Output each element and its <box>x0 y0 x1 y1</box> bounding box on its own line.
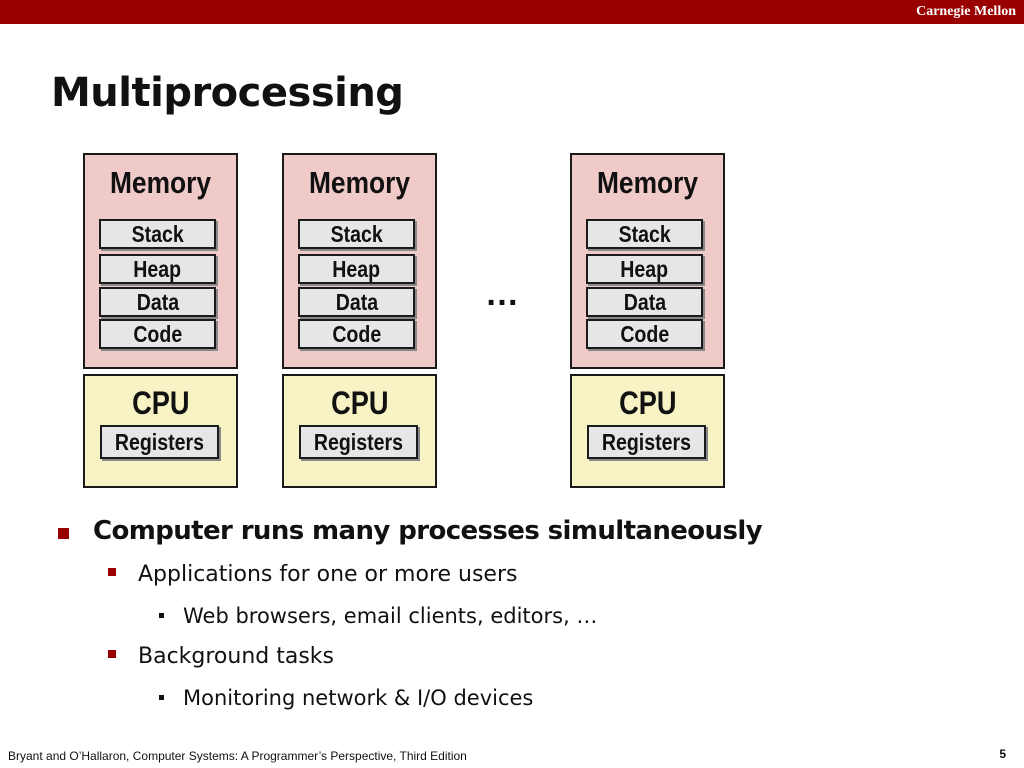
stack-segment: Stack <box>298 219 415 249</box>
process-column-3: Memory Stack Heap Data Code CPU Register… <box>570 153 725 488</box>
stack-segment: Stack <box>99 219 216 249</box>
cpu-label-text: CPU <box>131 385 190 421</box>
bullet-sub-1-detail: Web browsers, email clients, editors, … <box>183 604 598 628</box>
memory-box: Memory Stack Heap Data Code <box>282 153 437 369</box>
registers-box: Registers <box>587 425 706 459</box>
cpu-label: CPU <box>572 384 723 422</box>
memory-box: Memory Stack Heap Data Code <box>570 153 725 369</box>
code-label: Code <box>332 321 381 347</box>
code-segment: Code <box>586 319 703 349</box>
code-segment: Code <box>298 319 415 349</box>
cpu-label: CPU <box>85 384 236 422</box>
registers-box: Registers <box>100 425 219 459</box>
heap-segment: Heap <box>99 254 216 284</box>
data-segment: Data <box>99 287 216 317</box>
data-label: Data <box>623 289 666 315</box>
cpu-label-text: CPU <box>618 385 677 421</box>
code-label: Code <box>620 321 669 347</box>
registers-label: Registers <box>601 429 692 455</box>
stack-label: Stack <box>618 221 671 247</box>
cpu-box: CPU Registers <box>282 374 437 488</box>
bullet-sub-1: Applications for one or more users <box>138 562 518 587</box>
detail-bullet-square-icon <box>159 613 164 618</box>
code-label: Code <box>133 321 182 347</box>
bullet-main: Computer runs many processes simultaneou… <box>56 513 956 549</box>
heap-label: Heap <box>332 256 381 282</box>
heap-segment: Heap <box>298 254 415 284</box>
bullet-sub-2: Background tasks <box>138 644 335 669</box>
bullet-sub-2-detail: Monitoring network & I/O devices <box>183 686 534 710</box>
bullet-main-text: Computer runs many processes simultaneou… <box>93 516 763 546</box>
page-number: 5 <box>999 747 1006 761</box>
bullet-square-icon <box>58 528 69 539</box>
stack-label: Stack <box>131 221 184 247</box>
data-label: Data <box>136 289 179 315</box>
registers-box: Registers <box>299 425 418 459</box>
heap-label: Heap <box>620 256 669 282</box>
cpu-box: CPU Registers <box>83 374 238 488</box>
registers-label: Registers <box>313 429 404 455</box>
data-label: Data <box>335 289 378 315</box>
code-segment: Code <box>99 319 216 349</box>
ellipsis: … <box>485 275 519 313</box>
footer-citation: Bryant and O’Hallaron, Computer Systems:… <box>8 749 467 763</box>
memory-label: Memory <box>308 165 411 200</box>
slide-title: Multiprocessing <box>51 70 404 116</box>
sub-bullet-square-icon <box>108 650 116 658</box>
data-segment: Data <box>586 287 703 317</box>
sub-bullet-square-icon <box>108 568 116 576</box>
registers-label: Registers <box>114 429 205 455</box>
process-column-2: Memory Stack Heap Data Code CPU Register… <box>282 153 437 488</box>
cpu-box: CPU Registers <box>570 374 725 488</box>
cpu-label-text: CPU <box>330 385 389 421</box>
memory-label: Memory <box>596 165 699 200</box>
cpu-label: CPU <box>284 384 435 422</box>
header-bar: Carnegie Mellon <box>0 0 1024 24</box>
stack-label: Stack <box>330 221 383 247</box>
process-column-1: Memory Stack Heap Data Code CPU Register… <box>83 153 238 488</box>
institution-label: Carnegie Mellon <box>916 4 1016 19</box>
memory-label: Memory <box>109 165 212 200</box>
detail-bullet-square-icon <box>159 695 164 700</box>
memory-box: Memory Stack Heap Data Code <box>83 153 238 369</box>
heap-label: Heap <box>133 256 182 282</box>
stack-segment: Stack <box>586 219 703 249</box>
heap-segment: Heap <box>586 254 703 284</box>
data-segment: Data <box>298 287 415 317</box>
